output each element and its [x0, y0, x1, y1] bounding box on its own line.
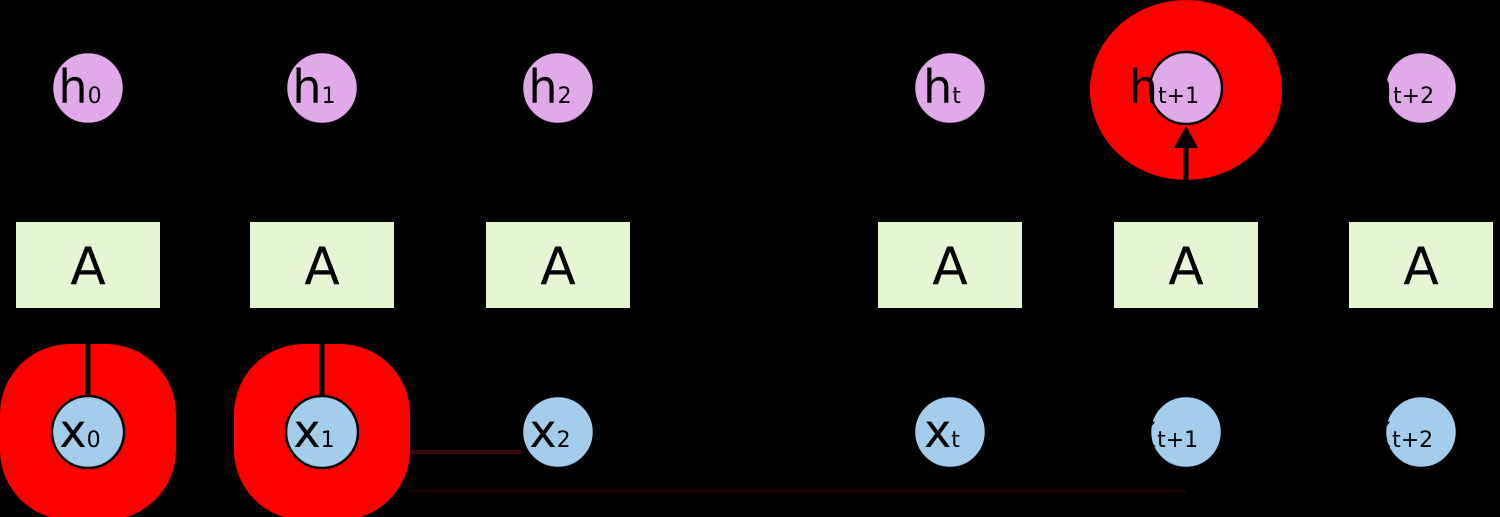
- hidden-node-circle: [284, 50, 360, 126]
- connector-layer: [85, 126, 1198, 396]
- input-node-circle: [50, 394, 126, 470]
- cell-label: A: [540, 237, 576, 297]
- hidden-node-label-main: h: [58, 60, 87, 114]
- input-node-circle: [520, 394, 596, 470]
- output-arrowhead-4: [1174, 126, 1198, 148]
- input-node-circle: [912, 394, 988, 470]
- hidden-node-label-sub: t+2: [1393, 84, 1434, 109]
- hidden-node-circle: [520, 50, 596, 126]
- input-node-label: x0: [59, 404, 100, 458]
- input-node-label: x1: [293, 404, 334, 458]
- input-node-label-main: x: [1130, 404, 1157, 458]
- hidden-node-label-main: h: [528, 60, 557, 114]
- cell-0: A: [16, 222, 160, 308]
- input-node-label-sub: t+1: [1157, 428, 1198, 453]
- cell-box: [878, 222, 1022, 308]
- hidden-node-label: h2: [528, 60, 571, 114]
- input-node-label-main: x: [529, 404, 556, 458]
- hidden-node-label-sub: t+1: [1158, 84, 1199, 109]
- cell-box: [250, 222, 394, 308]
- input-node-label: xt: [924, 404, 960, 458]
- input-node-label-sub: 1: [321, 428, 335, 453]
- input-node-2: x2: [520, 394, 596, 470]
- hidden-node-label: ht+1: [1129, 60, 1199, 114]
- cell-label: A: [1403, 237, 1439, 297]
- input-node-5: xt+2: [1365, 394, 1459, 470]
- hidden-node-circle: [1383, 50, 1459, 126]
- hidden-node-label-main: h: [1129, 60, 1158, 114]
- cell-box: [486, 222, 630, 308]
- input-node-label-main: x: [924, 404, 951, 458]
- hidden-node-label-main: h: [1364, 60, 1393, 114]
- input-node-label-sub: t: [951, 428, 960, 453]
- hidden-node-label-main: h: [923, 60, 952, 114]
- hidden-node-2: h2: [520, 50, 596, 126]
- hidden-node-label: ht+2: [1364, 60, 1434, 114]
- input-node-label-main: x: [293, 404, 320, 458]
- hidden-node-circle: [912, 50, 988, 126]
- cell-4: A: [1114, 222, 1258, 308]
- input-node-circle: [1383, 394, 1459, 470]
- hidden-node-label-sub: 2: [558, 84, 572, 109]
- input-node-label-main: x: [1365, 404, 1392, 458]
- cell-box: [1349, 222, 1493, 308]
- hidden-node-5: ht+2: [1364, 50, 1459, 126]
- hidden-node-label: h1: [292, 60, 335, 114]
- input-node-3: xt: [912, 394, 988, 470]
- hidden-node-label-sub: 1: [322, 84, 336, 109]
- input-node-label: x2: [529, 404, 570, 458]
- cell-2: A: [486, 222, 630, 308]
- input-node-label-sub: t+2: [1392, 428, 1433, 453]
- hidden-node-circle: [50, 50, 126, 126]
- input-node-circle: [284, 394, 360, 470]
- hidden-node-0: h0: [50, 50, 126, 126]
- cell-3: A: [878, 222, 1022, 308]
- input-node-circle: [1148, 394, 1224, 470]
- hidden-node-circle: [1148, 50, 1224, 126]
- hidden-node-label-main: h: [292, 60, 321, 114]
- hidden-node-1: h1: [284, 50, 360, 126]
- hidden-node-label-sub: 0: [88, 84, 102, 109]
- input-node-label: xt+1: [1130, 404, 1198, 458]
- dependency-path: [407, 450, 1186, 493]
- cell-label: A: [1168, 237, 1204, 297]
- hidden-node-label: h0: [58, 60, 101, 114]
- input-node-4: xt+1: [1130, 394, 1224, 470]
- cell-1: A: [250, 222, 394, 308]
- hidden-node-3: ht: [912, 50, 988, 126]
- hidden-node-label-sub: t: [952, 84, 961, 109]
- input-node-label-main: x: [59, 404, 86, 458]
- cell-label: A: [70, 237, 106, 297]
- cell-label: A: [304, 237, 340, 297]
- hidden-node-4: ht+1: [1129, 50, 1224, 126]
- input-node-label: xt+2: [1365, 404, 1433, 458]
- input-node-1: x1: [284, 394, 360, 470]
- input-node-label-sub: 0: [87, 428, 101, 453]
- cell-box: [16, 222, 160, 308]
- input-node-0: x0: [50, 394, 126, 470]
- hidden-node-label: ht: [923, 60, 961, 114]
- cell-box: [1114, 222, 1258, 308]
- cell-label: A: [932, 237, 968, 297]
- input-node-label-sub: 2: [557, 428, 571, 453]
- cell-5: A: [1349, 222, 1493, 308]
